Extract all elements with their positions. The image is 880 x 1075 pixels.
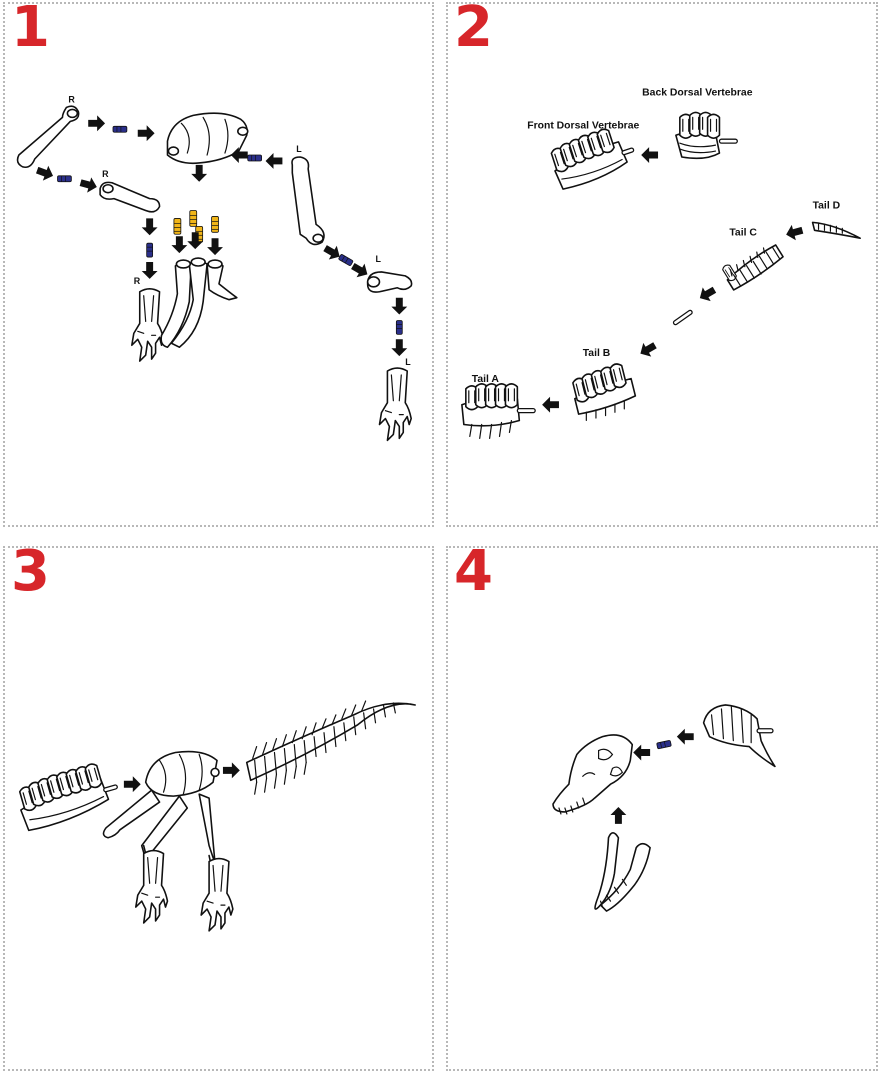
blue-peg-icon: [146, 242, 154, 258]
blue-peg-icon: [57, 175, 72, 183]
arrow-icon: [171, 236, 188, 254]
yellow-peg-icon: [173, 218, 182, 235]
label-front-dorsal-vertebrae: Front Dorsal Vertebrae: [527, 120, 639, 131]
label-l-femur: L: [296, 144, 302, 154]
tail-c: [721, 244, 784, 291]
arrow-icon: [78, 175, 99, 195]
arrow-icon: [88, 115, 106, 132]
arrow-icon: [542, 396, 559, 413]
right-foot: [131, 287, 165, 362]
arrow-icon: [34, 162, 56, 184]
arrow-icon: [222, 762, 240, 779]
label-tail-c: Tail C: [729, 227, 757, 238]
step-1-panel: 1 R L R: [3, 0, 434, 527]
neck-vertebrae: [702, 704, 776, 768]
step-3-panel: 3: [3, 539, 434, 1071]
left-femur: [291, 156, 325, 246]
step-4-diagram: [552, 704, 776, 912]
label-l-tibia: L: [376, 254, 382, 264]
label-r-tibia: R: [102, 169, 109, 179]
front-dorsal-vertebrae: [18, 761, 118, 832]
label-tail-b: Tail B: [583, 348, 611, 359]
arrow-icon: [695, 282, 719, 306]
step-4-panel: 4: [446, 539, 878, 1071]
step-number: 1: [11, 0, 50, 60]
connector-rod-icon: [672, 309, 693, 326]
step-number: 3: [11, 539, 50, 604]
arrow-icon: [784, 222, 805, 243]
step-2-diagram: Back Dorsal Vertebrae Front Dorsal Verte…: [461, 88, 861, 439]
blue-peg-icon: [112, 125, 128, 133]
label-l-foot: L: [405, 357, 411, 367]
step-number: 4: [454, 539, 493, 604]
arrow-icon: [141, 262, 158, 279]
arrow-icon: [265, 153, 283, 169]
step-3-diagram: [18, 700, 416, 932]
front-dorsal-vertebrae: [549, 126, 635, 190]
right-tibia: [99, 181, 161, 213]
ischium-pubis: [160, 257, 238, 349]
arrow-icon: [391, 339, 408, 357]
blue-peg-icon: [247, 154, 262, 162]
yellow-peg-icon: [189, 210, 198, 227]
pelvis: [166, 112, 249, 165]
skull: [552, 734, 634, 815]
arrow-icon: [636, 338, 659, 361]
blue-peg-icon: [656, 739, 672, 750]
tail-a: [461, 383, 536, 439]
step-2-panel: 2 Back Dorsal Vertebrae Front Dorsal Ver…: [446, 0, 878, 527]
arrow-icon: [141, 218, 158, 236]
tail-b: [571, 361, 637, 421]
arrow-icon: [123, 776, 141, 793]
yellow-peg-icon: [211, 216, 219, 233]
label-r-femur: R: [68, 95, 75, 105]
blue-peg-icon: [395, 320, 403, 335]
step-1-diagram: R L R R: [16, 95, 413, 442]
pelvis-and-legs: [102, 750, 234, 932]
blue-peg-icon: [337, 253, 354, 267]
label-tail-d: Tail D: [813, 201, 841, 212]
arrow-icon: [191, 164, 208, 182]
assembled-tail: [245, 700, 416, 795]
arrow-icon: [610, 807, 627, 824]
label-back-dorsal-vertebrae: Back Dorsal Vertebrae: [642, 88, 753, 99]
tail-d: [811, 221, 861, 240]
lower-jaw: [594, 832, 651, 912]
label-tail-a: Tail A: [472, 374, 500, 385]
arrow-icon: [391, 297, 408, 315]
left-foot: [378, 367, 412, 442]
step-number: 2: [454, 0, 493, 60]
arrow-icon: [633, 744, 651, 761]
label-r-foot: R: [134, 276, 141, 286]
arrow-icon: [641, 147, 659, 163]
back-dorsal-vertebrae: [675, 111, 738, 160]
right-femur: [16, 105, 80, 169]
arrow-icon: [676, 728, 694, 745]
left-tibia: [366, 271, 413, 293]
arrow-icon: [137, 125, 155, 142]
arrow-icon: [207, 238, 223, 256]
